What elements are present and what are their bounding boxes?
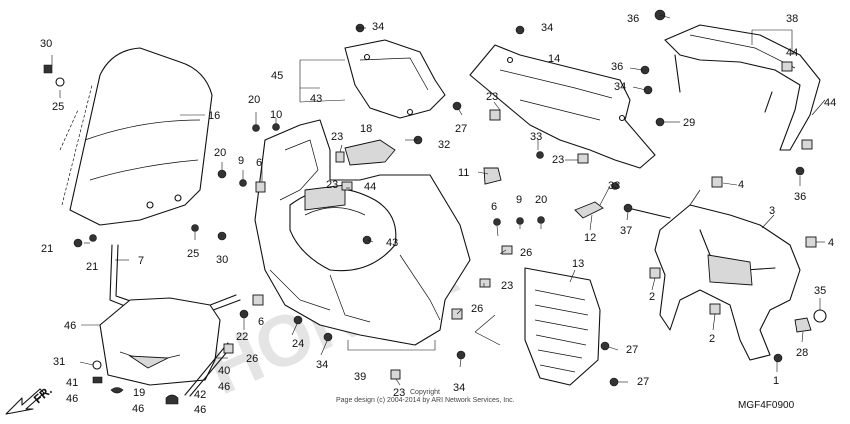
callout-36: 36: [627, 13, 639, 25]
leader-lines: [51, 14, 826, 386]
callout-27: 27: [637, 376, 649, 388]
callout-6: 6: [256, 157, 262, 169]
lower-grill-panel: [524, 267, 601, 386]
callout-27: 27: [626, 344, 638, 356]
callout-26: 26: [471, 303, 483, 315]
callout-32: 32: [438, 139, 450, 151]
callout-44: 44: [786, 47, 798, 59]
callout-21: 21: [86, 261, 98, 273]
callout-14: 14: [548, 53, 560, 65]
callout-20: 20: [214, 147, 226, 159]
callout-2: 2: [649, 291, 655, 303]
callout-29: 29: [683, 117, 695, 129]
callout-38: 38: [786, 13, 798, 25]
lower-cover: [99, 297, 233, 397]
windscreen: [59, 47, 213, 226]
callout-46: 46: [194, 404, 206, 416]
callout-13: 13: [572, 258, 584, 270]
callout-23: 23: [331, 131, 343, 143]
callout-12: 12: [584, 232, 596, 244]
callout-23: 23: [326, 179, 338, 191]
callout-7: 7: [138, 255, 144, 267]
callout-6: 6: [491, 201, 497, 213]
callout-24: 24: [292, 338, 304, 350]
callout-36: 36: [611, 61, 623, 73]
callout-31: 31: [53, 356, 65, 368]
copyright-label: Copyright: [410, 389, 440, 396]
callout-34: 34: [614, 81, 626, 93]
callout-40: 40: [218, 365, 230, 377]
callout-33: 33: [530, 131, 542, 143]
callout-44: 44: [364, 181, 376, 193]
bracket-18: [344, 139, 396, 166]
callout-44: 44: [824, 97, 836, 109]
direction-label: FR.: [31, 383, 55, 406]
callout-11: 11: [458, 167, 469, 179]
callout-23: 23: [486, 91, 498, 103]
callout-28: 28: [796, 347, 808, 359]
callout-9: 9: [238, 155, 244, 167]
callout-30: 30: [40, 38, 52, 50]
callout-10: 10: [270, 109, 282, 121]
callout-33: 33: [608, 180, 620, 192]
callout-41: 41: [66, 377, 78, 389]
callout-23: 23: [552, 154, 564, 166]
callout-1: 1: [773, 375, 779, 387]
callout-9: 9: [516, 194, 522, 206]
callout-46: 46: [218, 381, 230, 393]
callout-34: 34: [541, 22, 553, 34]
callout-25: 25: [52, 101, 64, 113]
callout-26: 26: [246, 353, 258, 365]
callout-30: 30: [216, 254, 228, 266]
callout-46: 46: [64, 320, 76, 332]
cowl-stay-upper: [664, 24, 821, 151]
callout-4: 4: [828, 237, 834, 249]
callout-42: 42: [194, 389, 206, 401]
front-direction-arrow: FR.: [5, 383, 55, 415]
meter-visor: [469, 44, 656, 169]
callout-46: 46: [132, 403, 144, 415]
callout-19: 19: [133, 387, 145, 399]
callout-2: 2: [709, 333, 715, 345]
callout-20: 20: [248, 94, 260, 106]
callout-46: 46: [66, 393, 78, 405]
footer-credit: Page design (c) 2004-2014 by ARI Network…: [336, 397, 515, 404]
callout-34: 34: [316, 359, 328, 371]
callout-35: 35: [814, 285, 826, 297]
callout-21: 21: [41, 243, 53, 255]
callout-23: 23: [393, 387, 405, 399]
callout-37: 37: [620, 225, 632, 237]
callout-34: 34: [453, 382, 465, 394]
callout-labels: 30 25 16 21 21 7 25 46 31 41 46 19 46 42…: [40, 13, 836, 416]
diagram-code: MGF4F0900: [738, 400, 795, 411]
callout-27: 27: [455, 123, 467, 135]
callout-34: 34: [372, 21, 384, 33]
callout-22: 22: [236, 331, 248, 343]
callout-43: 43: [310, 93, 322, 105]
callout-26: 26: [520, 247, 532, 259]
callout-39: 39: [354, 371, 366, 383]
callout-43: 43: [386, 237, 398, 249]
callout-25: 25: [187, 248, 199, 260]
callout-18: 18: [360, 123, 372, 135]
callout-45: 45: [271, 70, 283, 82]
callout-6: 6: [258, 316, 264, 328]
fairing-stay-frame: [654, 189, 801, 361]
callout-20: 20: [535, 194, 547, 206]
callout-4: 4: [738, 179, 744, 191]
callout-3: 3: [769, 205, 775, 217]
callout-16: 16: [208, 110, 220, 122]
callout-23: 23: [501, 280, 513, 292]
inner-upper-panel: [344, 39, 446, 119]
callout-36: 36: [794, 191, 806, 203]
front-fairing: [254, 119, 471, 346]
